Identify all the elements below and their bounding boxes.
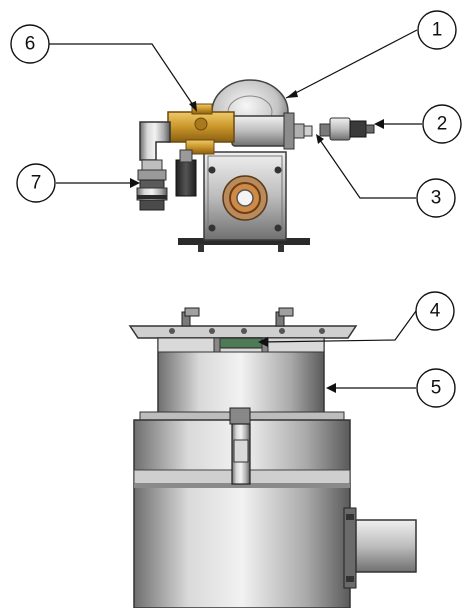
bottom-tank-assembly	[128, 307, 417, 608]
callout-6-label: 6	[25, 34, 36, 55]
base-plate	[178, 238, 310, 245]
callout-4: 4	[415, 291, 455, 331]
callout-1-label: 1	[432, 20, 443, 41]
elbow-fitting	[139, 121, 171, 161]
callout-3: 3	[416, 178, 456, 218]
side-outlet-pipe	[343, 507, 417, 589]
callout-7: 7	[16, 163, 56, 203]
callout-3-label: 3	[431, 188, 442, 209]
solenoid-valve	[175, 159, 197, 197]
callout-5: 5	[416, 368, 456, 408]
motor-cylinder	[231, 115, 291, 147]
bottom-quick-fitting	[136, 179, 168, 211]
callout-6: 6	[10, 24, 50, 64]
callout-4-label: 4	[430, 301, 441, 322]
callout-5-label: 5	[431, 378, 442, 399]
top-pump-assembly	[136, 79, 375, 252]
sight-window	[219, 337, 263, 349]
side-quick-connector	[319, 117, 375, 141]
leader-lines	[48, 29, 422, 393]
callout-1: 1	[417, 10, 457, 50]
latch-clamp	[229, 407, 251, 485]
callout-2-label: 2	[437, 114, 448, 135]
callout-7-label: 7	[31, 173, 42, 194]
callout-2: 2	[422, 104, 462, 144]
